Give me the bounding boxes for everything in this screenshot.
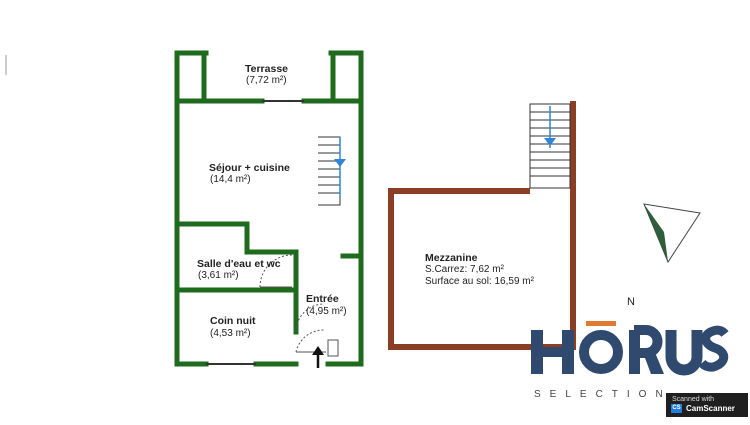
horus-logo: [531, 321, 729, 376]
mezzanine-label: Mezzanine: [425, 252, 478, 264]
ground-floor-walls: [174, 50, 364, 367]
mezzanine-walls: [388, 101, 576, 350]
mezzanine-carrez: S.Carrez: 7,62 m²: [425, 264, 504, 275]
mezzanine-stair: [529, 103, 571, 189]
ground-stair: [318, 136, 346, 206]
terrasse-area: (7,72 m²): [246, 75, 287, 86]
compass-icon: [643, 203, 701, 264]
scanner-line2: CamScanner: [686, 404, 735, 413]
coin-nuit-area: (4,53 m²): [210, 328, 251, 339]
scanner-watermark: Scanned with CS CamScanner: [666, 393, 748, 417]
salle-area: (3,61 m²): [198, 270, 239, 281]
compass-north-label: N: [627, 296, 635, 308]
camscanner-icon: CS: [671, 404, 682, 413]
mezzanine-sol: Surface au sol: 16,59 m²: [425, 276, 534, 287]
entree-label: Entrée: [306, 293, 339, 305]
scanner-line1: Scanned with: [672, 396, 715, 403]
terrasse-label: Terrasse: [245, 63, 289, 75]
brand-tagline: SELECTION: [534, 389, 672, 400]
sejour-area: (14,4 m²): [210, 174, 251, 185]
entrance-meter-box: [327, 339, 339, 357]
coin-nuit-label: Coin nuit: [210, 315, 256, 327]
coin-nuit-door-swing: [295, 303, 325, 333]
entree-area: (4,95 m²): [306, 306, 347, 317]
entrance-door-swing: [295, 329, 325, 353]
bathroom-door-swing: [259, 254, 293, 288]
entrance-arrow-icon: [312, 346, 324, 368]
salle-label: Salle d'eau et wc: [197, 258, 281, 270]
sejour-label: Séjour + cuisine: [209, 162, 290, 174]
